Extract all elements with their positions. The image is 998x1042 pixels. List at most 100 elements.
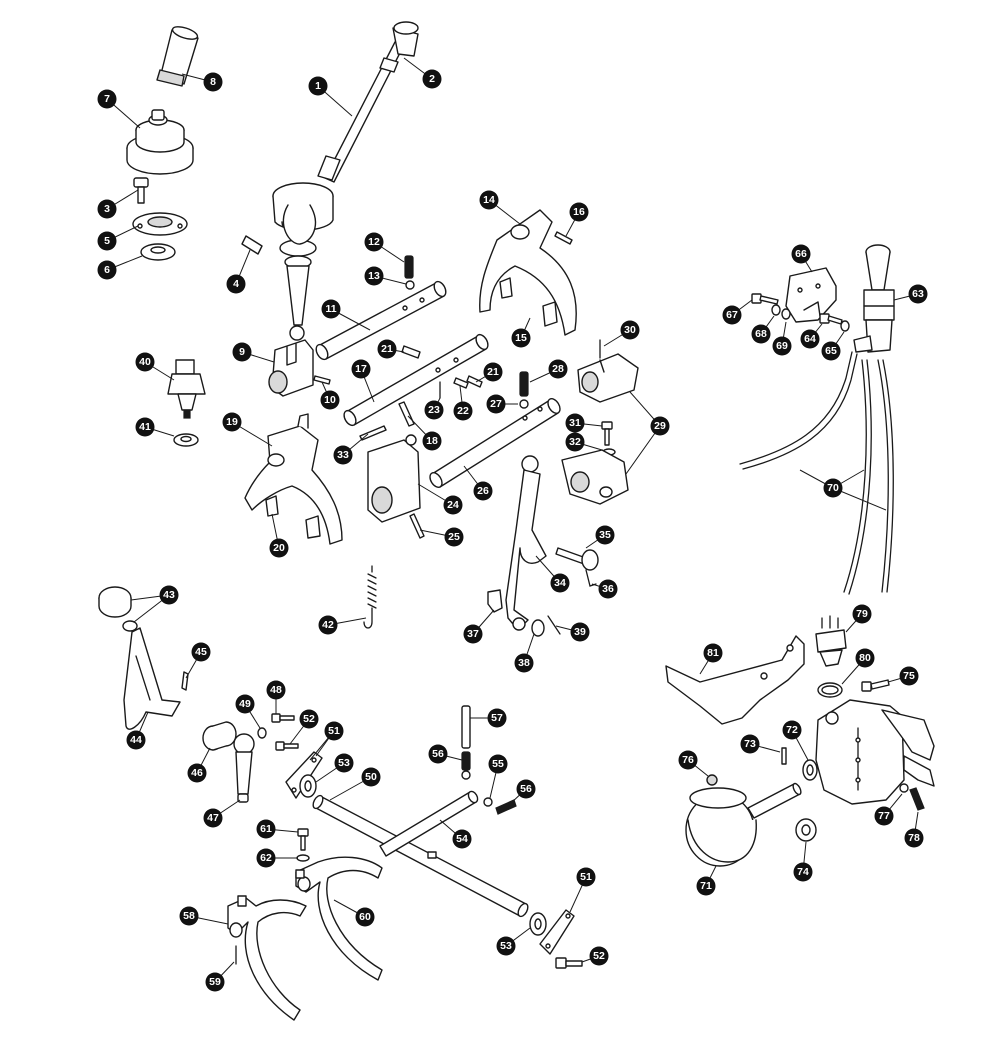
callout-65: 65	[821, 341, 841, 361]
svg-text:13: 13	[368, 270, 380, 282]
callout-23: 23	[424, 400, 444, 420]
part-washer-53b	[529, 912, 547, 936]
part-plate-51b	[539, 909, 575, 955]
callout-62: 62	[256, 848, 276, 868]
svg-text:32: 32	[569, 436, 581, 448]
part-plate-51a	[285, 751, 323, 799]
callout-56a: 56	[428, 744, 448, 764]
callout-52a: 52	[299, 709, 319, 729]
part-pin-21b	[466, 375, 483, 388]
callout-51b: 51	[576, 867, 596, 887]
callout-14: 14	[479, 190, 499, 210]
callout-70: 70	[823, 478, 843, 498]
part-pin-33	[359, 425, 387, 441]
callout-48: 48	[266, 680, 286, 700]
callout-71: 71	[696, 876, 716, 896]
part-washer-38	[531, 619, 545, 637]
svg-text:77: 77	[878, 810, 890, 822]
part-cross-shaft-50	[312, 790, 529, 918]
part-nut-76	[706, 774, 718, 786]
callout-49: 49	[235, 694, 255, 714]
callout-20: 20	[269, 538, 289, 558]
svg-text:61: 61	[260, 823, 272, 835]
callout-8: 8	[203, 72, 223, 92]
part-bracket-37	[487, 589, 503, 613]
part-bolt-48	[271, 713, 295, 723]
callout-47: 47	[203, 808, 223, 828]
svg-text:19: 19	[226, 416, 238, 428]
svg-text:80: 80	[859, 652, 871, 664]
callout-39: 39	[570, 622, 590, 642]
svg-text:72: 72	[786, 724, 798, 736]
part-bolt-31	[601, 421, 613, 446]
svg-text:23: 23	[428, 404, 440, 416]
part-washer-74	[795, 818, 817, 842]
callout-12: 12	[364, 232, 384, 252]
part-washer-72	[802, 759, 818, 781]
part-pin-45	[181, 671, 189, 691]
part-cables-70	[739, 351, 894, 595]
part-bracket-81	[665, 635, 805, 725]
part-bolt-67	[751, 293, 779, 305]
part-selector-block-24	[367, 434, 421, 523]
callout-6: 6	[97, 260, 117, 280]
callout-27: 27	[486, 394, 506, 414]
parts-drawing	[98, 21, 935, 1021]
svg-text:51: 51	[328, 725, 340, 737]
svg-text:34: 34	[554, 577, 566, 589]
callout-bubbles: 1 2 3 4 5 6 7 8 9 10 11 12 13 14 15 16 1…	[97, 69, 928, 992]
callout-73: 73	[740, 734, 760, 754]
svg-text:37: 37	[467, 628, 479, 640]
part-fork-19	[244, 413, 343, 545]
part-pin-25	[409, 513, 425, 539]
part-fork-58	[227, 895, 307, 1021]
part-pin-18	[398, 401, 415, 427]
svg-text:52: 52	[303, 713, 315, 725]
svg-text:40: 40	[139, 356, 151, 368]
svg-text:58: 58	[183, 910, 195, 922]
callout-32: 32	[565, 432, 585, 452]
callout-51a: 51	[324, 721, 344, 741]
callout-67: 67	[722, 305, 742, 325]
svg-text:20: 20	[273, 542, 285, 554]
part-selector-block-29b	[561, 449, 629, 505]
svg-text:41: 41	[139, 421, 151, 433]
svg-text:30: 30	[624, 324, 636, 336]
callout-64: 64	[800, 329, 820, 349]
svg-text:67: 67	[726, 309, 738, 321]
svg-text:64: 64	[804, 333, 816, 345]
svg-text:10: 10	[324, 394, 336, 406]
callout-25: 25	[444, 527, 464, 547]
part-lever-47	[233, 733, 255, 803]
callout-60: 60	[355, 907, 375, 927]
callout-52b: 52	[589, 946, 609, 966]
part-bolt-64	[819, 313, 843, 325]
part-boot-cone	[156, 26, 199, 87]
part-selector-block-29a	[577, 353, 639, 403]
part-bolt-52a	[275, 741, 299, 751]
svg-text:16: 16	[573, 206, 585, 218]
svg-text:68: 68	[755, 328, 767, 340]
svg-text:3: 3	[104, 203, 110, 215]
svg-text:60: 60	[359, 911, 371, 923]
part-spring-42	[363, 565, 377, 629]
svg-text:6: 6	[104, 264, 110, 276]
callout-63: 63	[908, 284, 928, 304]
part-lever-44	[123, 627, 181, 730]
part-switch-79	[815, 615, 847, 667]
part-tower-63	[853, 244, 895, 353]
svg-text:78: 78	[908, 832, 920, 844]
svg-text:54: 54	[456, 833, 468, 845]
callout-66: 66	[791, 244, 811, 264]
svg-text:9: 9	[239, 346, 245, 358]
part-screw-3	[133, 177, 149, 204]
callout-56b: 56	[516, 779, 536, 799]
part-pin-21a	[401, 345, 421, 359]
callout-22: 22	[453, 401, 473, 421]
part-washer-53a	[299, 774, 317, 798]
part-pin-16	[554, 231, 573, 245]
part-o-ring-80	[817, 682, 843, 698]
callout-77: 77	[874, 806, 894, 826]
part-washer-41	[173, 433, 199, 447]
